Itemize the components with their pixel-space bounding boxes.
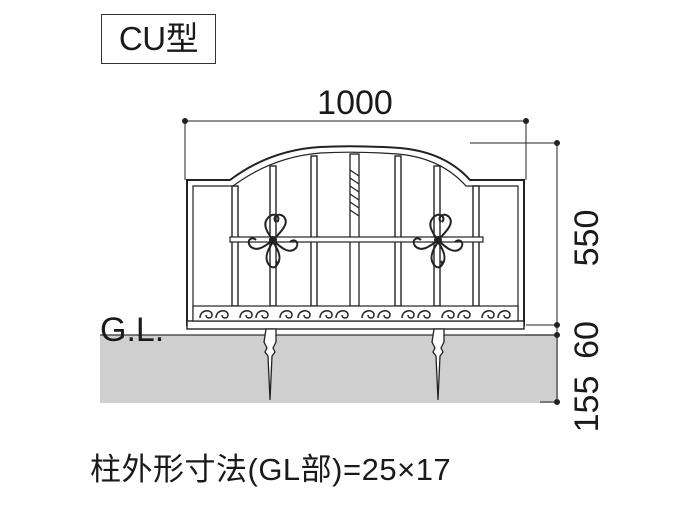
base-height-label: 60 (568, 321, 606, 359)
middle-rail (229, 236, 484, 243)
height-dimension-line (470, 140, 560, 405)
type-label: CU型 (118, 20, 199, 57)
right-post (431, 328, 445, 401)
type-label-box: CU型 (101, 14, 216, 64)
scroll-band (192, 305, 519, 322)
fence-height-label: 550 (568, 210, 606, 267)
left-post (263, 328, 277, 401)
center-twisted-bar (349, 153, 360, 307)
post-dimension-caption: 柱外形寸法(GL部)=25×17 (90, 452, 452, 487)
left-scroll-ornament (247, 213, 299, 269)
ground-level-label: G.L. (100, 311, 164, 349)
right-scroll-ornament (412, 213, 464, 269)
width-dimension-label: 1000 (317, 84, 393, 122)
ground-block (100, 335, 558, 403)
width-dimension (182, 118, 529, 180)
post-depth-label: 155 (568, 376, 606, 433)
